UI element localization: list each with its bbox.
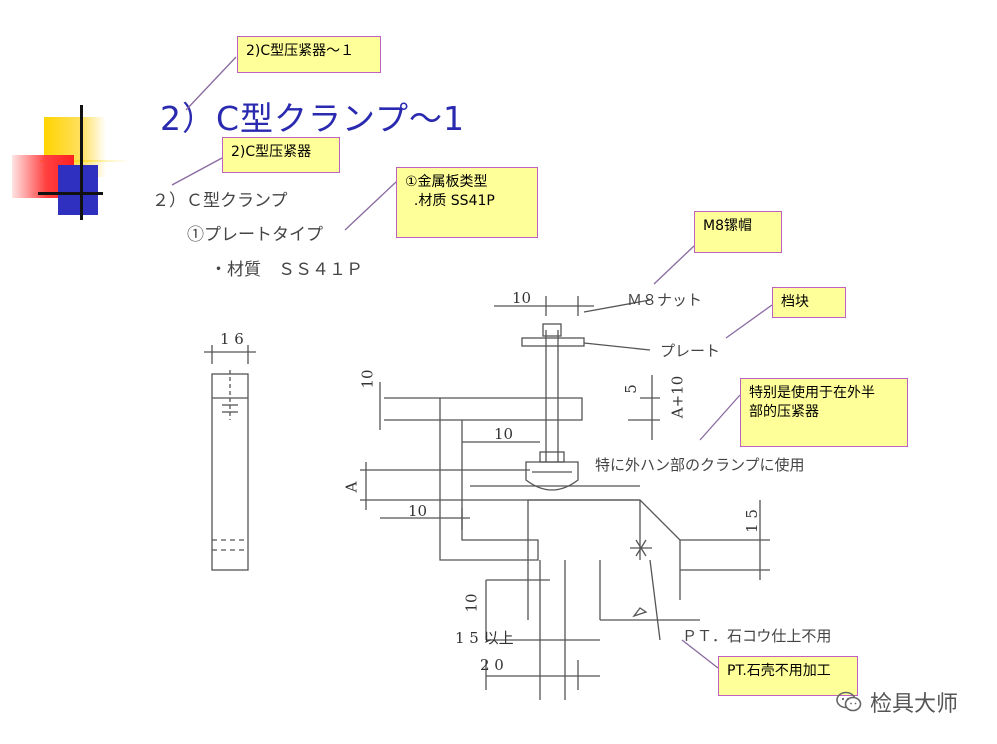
- note-nut-cn: M8镙帽: [694, 211, 782, 253]
- watermark: 检具大师: [836, 686, 958, 718]
- wechat-icon: [836, 691, 862, 712]
- dim-10-top: 10: [512, 289, 532, 307]
- dim-15-right: 1 5: [742, 509, 761, 533]
- note-title-cn: 2)C型压紧器～１: [237, 36, 381, 73]
- decor-yellow-line: [40, 160, 130, 162]
- drawing-heading: ２）Ｃ型クランプ: [152, 191, 288, 211]
- drawing-plate-type: ①プレートタイプ: [187, 225, 323, 245]
- dim-20: 2 0: [480, 656, 504, 674]
- note-plate-type-cn: ①金属板类型 .材质 SS41P: [396, 167, 538, 238]
- dim-width-16: 1 6: [220, 330, 244, 348]
- drawing-nut-label: Ｍ８ナット: [627, 291, 703, 309]
- dim-10-mid: 10: [494, 425, 514, 443]
- drawing-pt-label: ＰＴ．石コウ仕上不用: [682, 627, 832, 645]
- dim-15-minimum: 1 5 以上: [455, 629, 514, 647]
- slide-title: 2）C型クランプ～1: [160, 99, 466, 138]
- note-pt-cn: PT.石壳不用加工: [718, 656, 858, 696]
- dim-5: 5: [621, 384, 640, 394]
- decor-horizontal-line: [38, 192, 103, 195]
- dim-10-side: 10: [358, 369, 377, 389]
- dim-a-plus-10: A+10: [668, 375, 687, 419]
- note-heading-cn: 2)C型压紧器: [222, 137, 340, 173]
- drawing-plate-label: プレート: [660, 342, 721, 360]
- drawing-material: ・材質 ＳＳ４１Ｐ: [210, 260, 363, 280]
- decor-vertical-line: [80, 105, 83, 220]
- watermark-text: 检具大师: [870, 692, 959, 717]
- note-usage-cn: 特别是使用于在外半 部的压紧器: [740, 378, 908, 447]
- dim-10-left: 10: [408, 502, 428, 520]
- decor-blue-square: [58, 165, 98, 215]
- dim-10-bottom: 10: [462, 593, 481, 613]
- dim-a: A: [342, 481, 361, 493]
- drawing-usage-label: 特に外ハン部のクランプに使用: [595, 456, 805, 474]
- note-stopper-cn: 档块: [772, 287, 846, 318]
